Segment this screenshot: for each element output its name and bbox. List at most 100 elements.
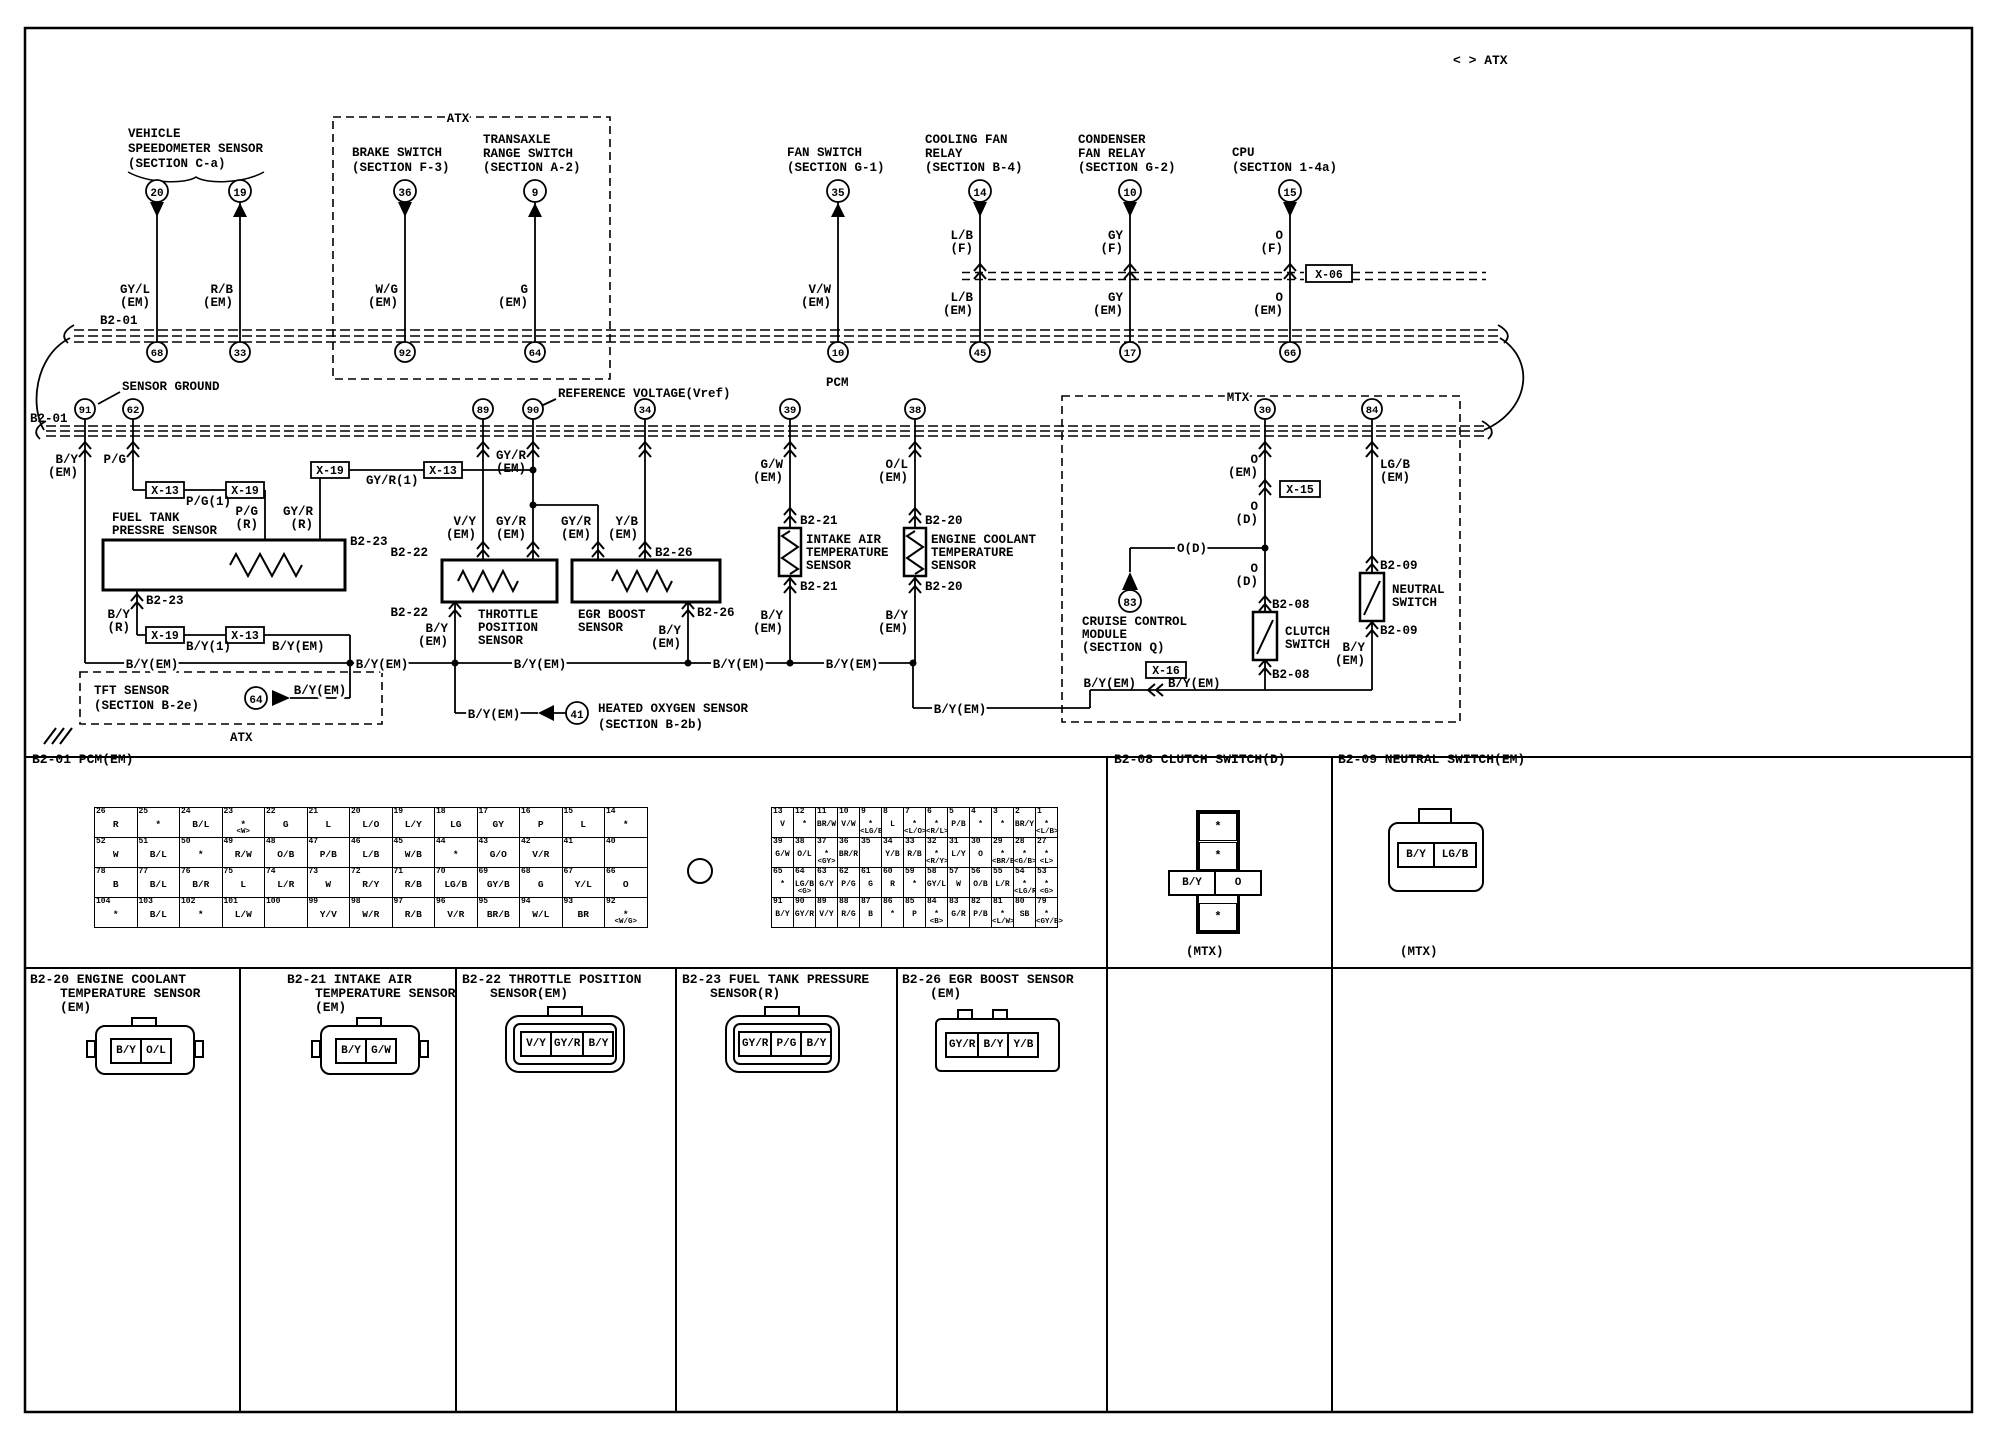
wire-label: O bbox=[1250, 562, 1258, 576]
bus1-pin: 92 bbox=[399, 348, 412, 360]
wire-label: O bbox=[1250, 453, 1258, 467]
wire-label: P/G bbox=[103, 453, 126, 467]
wire-label: B/Y bbox=[425, 622, 448, 636]
component-name: TRANSAXLE bbox=[483, 133, 551, 147]
wire-label: L/B bbox=[950, 229, 973, 243]
pcm-pin-cell: 1*<L/B> bbox=[1035, 807, 1059, 838]
bus1-pin: 10 bbox=[832, 348, 845, 360]
connector-label: X-13 bbox=[151, 485, 179, 498]
wire-label: B/Y(EM) bbox=[468, 708, 521, 722]
wire-label: (EM) bbox=[753, 622, 783, 636]
pcm-pin-cell: 104* bbox=[94, 897, 138, 928]
wire-label: GY bbox=[1108, 229, 1124, 243]
wire-label: (EM) bbox=[878, 471, 908, 485]
connector-chevrons bbox=[78, 263, 1379, 697]
component-name: (SECTION 1-4a) bbox=[1232, 161, 1337, 175]
component-pin: 35 bbox=[831, 188, 845, 200]
arrow-down-icon bbox=[398, 202, 412, 217]
wire-label: (EM) bbox=[753, 471, 783, 485]
wire-label: GY bbox=[1108, 291, 1124, 305]
component-name: THROTTLE bbox=[478, 608, 538, 622]
component-name: (SECTION Q) bbox=[1082, 641, 1165, 655]
connector-ref: B2-26 bbox=[655, 546, 693, 560]
wire-label: (EM) bbox=[878, 622, 908, 636]
wire-label: B/Y(1) bbox=[186, 640, 231, 654]
arrow-down-icon bbox=[973, 202, 987, 217]
arrow-down-icon bbox=[1123, 202, 1137, 217]
component-pin: 20 bbox=[150, 188, 163, 200]
pcm-pin-cell: 59* bbox=[903, 867, 926, 898]
bus-lines bbox=[46, 329, 1498, 437]
connector-cell: Y/B bbox=[1007, 1032, 1040, 1058]
wire-label: (EM) bbox=[418, 635, 448, 649]
component-name: HEATED OXYGEN SENSOR bbox=[598, 702, 749, 716]
connector-ref: B2-21 bbox=[800, 580, 838, 594]
egr-boost-sensor-box bbox=[570, 558, 722, 604]
sensor-section-title: (EM) bbox=[315, 1000, 347, 1015]
connector-ref: B2-08 bbox=[1272, 668, 1310, 682]
arrow-down-icon bbox=[150, 202, 164, 217]
wire-label: (EM) bbox=[608, 528, 638, 542]
connector-cell: O/L bbox=[140, 1038, 172, 1064]
wire-label: R/B bbox=[210, 283, 233, 297]
arrow-left-icon bbox=[538, 705, 554, 721]
direction-arrows bbox=[150, 202, 1297, 721]
atx-region-box bbox=[332, 116, 611, 380]
component-name: CLUTCH bbox=[1285, 625, 1330, 639]
component-name: (SECTION G-1) bbox=[787, 161, 885, 175]
wire-label: (EM) bbox=[943, 304, 973, 318]
pcm-pin-cell: 41 bbox=[561, 837, 605, 868]
component-name: FAN RELAY bbox=[1078, 147, 1146, 161]
bus-pin-circles bbox=[74, 341, 1383, 420]
region-label: PCM bbox=[826, 376, 849, 390]
wire-label: (EM) bbox=[801, 296, 831, 310]
pcm-pin-cell: 29*<BR/B> bbox=[991, 837, 1020, 868]
wire-label: (EM) bbox=[1093, 304, 1123, 318]
clutch-connector-row: B/Y O bbox=[1168, 870, 1262, 896]
bus-label: B2-01 bbox=[100, 314, 138, 328]
pcm-pin-cell: 23*<W> bbox=[221, 807, 265, 838]
component-name: PRESSRE SENSOR bbox=[112, 524, 218, 538]
wire-label: O(D) bbox=[1177, 542, 1207, 556]
resistor-icon bbox=[229, 551, 303, 579]
connector-cell: B/Y bbox=[582, 1031, 615, 1057]
connector-ref: B2-09 bbox=[1380, 624, 1418, 638]
clutch-connector-cell: * bbox=[1199, 842, 1237, 870]
connector-ref: B2-26 bbox=[697, 606, 735, 620]
wire-label: GY/R(1) bbox=[366, 474, 419, 488]
pcm-pin-cell: 7*<L/O> bbox=[903, 807, 927, 838]
component-name: POSITION bbox=[478, 621, 538, 635]
inline-connector-boxes bbox=[145, 264, 1353, 679]
component-pin: 10 bbox=[1123, 188, 1136, 200]
connector-label: X-06 bbox=[1315, 269, 1343, 282]
resistor-icon bbox=[611, 568, 673, 594]
wire-label: (EM) bbox=[48, 466, 78, 480]
neutral-connector-cell: B/Y bbox=[1397, 842, 1435, 868]
component-name: (SECTION B-2e) bbox=[94, 699, 199, 713]
resistor-icon bbox=[780, 530, 800, 575]
pcm-pin-cell: 92*<W/G> bbox=[604, 897, 648, 928]
bus2-pin: 91 bbox=[79, 405, 92, 417]
sensor-section-title: B2-23 FUEL TANK PRESSURE bbox=[682, 972, 870, 987]
connector-ref: B2-23 bbox=[350, 535, 388, 549]
